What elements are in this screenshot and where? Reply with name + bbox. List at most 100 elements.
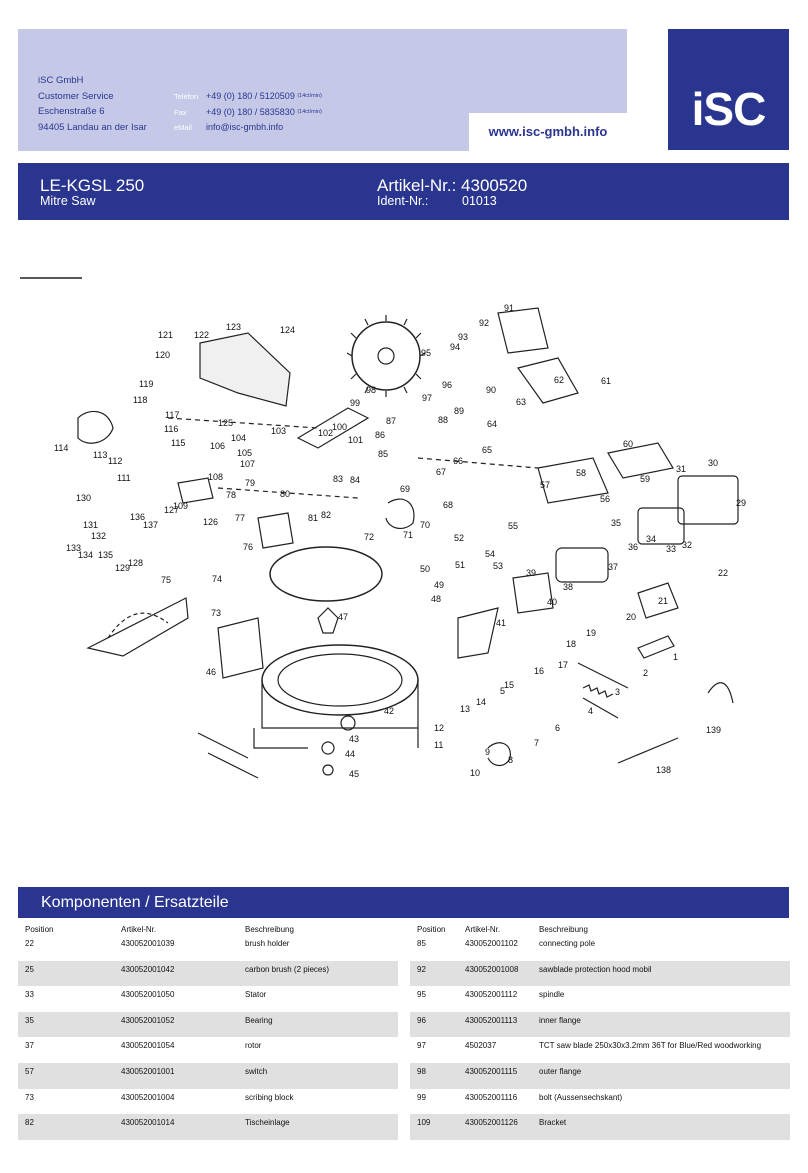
svg-text:31: 31 — [676, 464, 686, 474]
svg-text:138: 138 — [656, 765, 671, 775]
svg-text:19: 19 — [586, 628, 596, 638]
svg-text:50: 50 — [420, 564, 430, 574]
svg-text:17: 17 — [558, 660, 568, 670]
svg-text:96: 96 — [442, 380, 452, 390]
svg-text:7: 7 — [534, 738, 539, 748]
svg-text:54: 54 — [485, 549, 495, 559]
phone-rate: (14ct/min) — [297, 93, 322, 99]
svg-text:22: 22 — [718, 568, 728, 578]
svg-text:112: 112 — [108, 456, 122, 466]
cell-article: 430052001042 — [121, 964, 175, 974]
svg-text:73: 73 — [211, 608, 221, 618]
svg-text:94: 94 — [450, 342, 460, 352]
svg-text:6: 6 — [555, 723, 560, 733]
svg-text:51: 51 — [455, 560, 465, 570]
svg-text:91: 91 — [504, 303, 514, 313]
cell-article: 4502037 — [465, 1041, 497, 1051]
svg-text:56: 56 — [600, 494, 610, 504]
svg-text:3: 3 — [615, 687, 620, 697]
svg-text:102: 102 — [318, 428, 333, 438]
svg-text:5: 5 — [500, 686, 505, 696]
svg-text:129: 129 — [115, 563, 130, 573]
svg-text:105: 105 — [237, 448, 252, 458]
svg-text:124: 124 — [280, 325, 295, 335]
svg-text:64: 64 — [487, 419, 497, 429]
svg-text:79: 79 — [245, 478, 255, 488]
svg-text:44: 44 — [345, 749, 355, 759]
svg-text:82: 82 — [321, 510, 331, 520]
cell-description: outer flange — [539, 1066, 582, 1076]
header-position: Position — [25, 925, 54, 934]
svg-text:70: 70 — [420, 520, 430, 530]
cell-description: Bearing — [245, 1015, 273, 1025]
svg-text:103: 103 — [271, 426, 286, 436]
svg-text:65: 65 — [482, 445, 492, 455]
cell-position: 92 — [417, 964, 426, 974]
website-link[interactable]: www.isc-gmbh.info — [469, 113, 627, 151]
svg-text:15: 15 — [504, 680, 514, 690]
cell-description: TCT saw blade 250x30x3.2mm 36T for Blue/… — [539, 1041, 762, 1051]
email-label: eMail — [174, 123, 192, 132]
svg-text:100: 100 — [332, 422, 347, 432]
cell-position: 82 — [25, 1118, 34, 1128]
svg-text:77: 77 — [235, 513, 245, 523]
svg-text:41: 41 — [496, 618, 506, 628]
cell-position: 85 — [417, 939, 426, 948]
header-position: Position — [417, 925, 446, 934]
svg-text:113: 113 — [93, 450, 107, 460]
table-row: 98 430052001115 outer flange — [410, 1062, 790, 1089]
svg-text:95: 95 — [421, 348, 431, 358]
svg-text:86: 86 — [375, 430, 385, 440]
cell-article: 430052001039 — [121, 939, 175, 948]
cell-position: 35 — [25, 1015, 34, 1025]
svg-text:130: 130 — [76, 493, 91, 503]
svg-text:9: 9 — [485, 747, 490, 757]
svg-text:72: 72 — [364, 532, 374, 542]
cell-article: 430052001112 — [465, 990, 518, 1000]
cell-article: 430052001050 — [121, 990, 175, 1000]
cell-article: 430052001001 — [121, 1066, 175, 1076]
email-link[interactable]: info@isc-gmbh.info — [206, 122, 284, 132]
cell-article: 430052001014 — [121, 1118, 175, 1128]
svg-text:133: 133 — [66, 543, 81, 553]
svg-text:125: 125 — [218, 418, 233, 428]
svg-text:4: 4 — [588, 706, 593, 716]
table-header: Position Artikel-Nr. Beschreibung — [18, 922, 398, 935]
company-name: iSC GmbH — [38, 75, 84, 86]
svg-text:67: 67 — [436, 467, 446, 477]
svg-text:49: 49 — [434, 580, 444, 590]
header-article: Artikel-Nr. — [465, 925, 501, 934]
phone-number[interactable]: +49 (0) 180 / 5120509 — [206, 91, 295, 101]
svg-text:46: 46 — [206, 667, 216, 677]
section-title: Komponenten / Ersatzteile — [18, 887, 789, 918]
cell-description: brush holder — [245, 939, 290, 948]
table-header: Position Artikel-Nr. Beschreibung — [410, 922, 790, 935]
cell-position: 99 — [417, 1092, 426, 1102]
svg-text:87: 87 — [386, 416, 396, 426]
svg-text:92: 92 — [479, 318, 489, 328]
svg-text:32: 32 — [682, 540, 692, 550]
cell-article: 430052001115 — [465, 1066, 518, 1076]
svg-text:107: 107 — [240, 459, 255, 469]
svg-text:75: 75 — [161, 575, 171, 585]
cell-article: 430052001054 — [121, 1041, 175, 1051]
svg-text:134: 134 — [78, 550, 93, 560]
ident-number: 01013 — [462, 194, 497, 208]
contact-details: Telefon+49 (0) 180 / 5120509 (14ct/min) … — [174, 89, 322, 136]
svg-text:18: 18 — [566, 639, 576, 649]
svg-text:78: 78 — [226, 490, 236, 500]
svg-text:63: 63 — [516, 397, 526, 407]
cell-position: 98 — [417, 1066, 426, 1076]
svg-text:93: 93 — [458, 332, 468, 342]
